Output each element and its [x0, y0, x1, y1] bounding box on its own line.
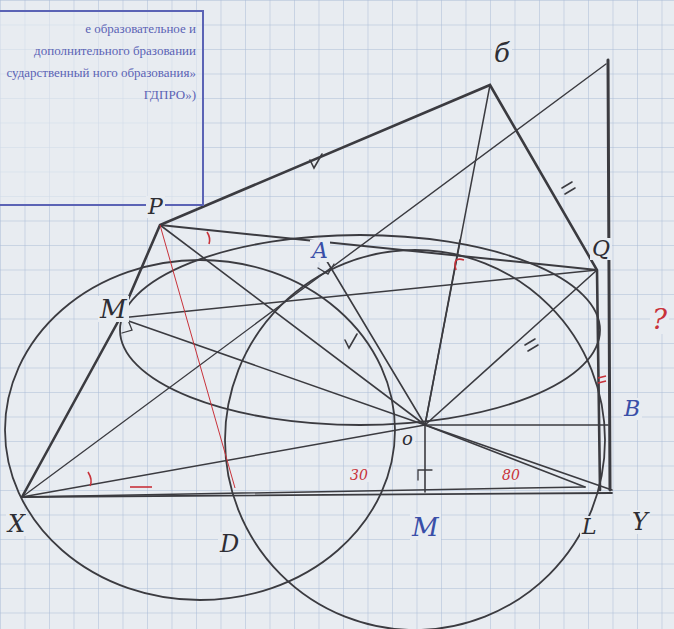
point-label: D — [218, 532, 241, 556]
point-label: B — [622, 398, 642, 420]
point-label: Q — [590, 238, 612, 260]
point-label: P — [146, 196, 165, 218]
point-label: M — [410, 514, 441, 540]
point-label: L — [580, 516, 599, 538]
point-label: A — [310, 240, 330, 262]
red-marks — [88, 225, 606, 488]
stamp-text: е образовательное и дополнительного браз… — [6, 21, 196, 102]
point-label: Y — [630, 510, 650, 534]
point-label: X — [6, 512, 27, 536]
point-label: б — [492, 40, 512, 66]
point-label: M — [98, 296, 129, 322]
point-label: o — [400, 430, 415, 448]
annotation: ? — [650, 306, 669, 334]
annotation: 30 — [348, 468, 370, 482]
stamp-box: е образовательное и дополнительного браз… — [0, 10, 204, 206]
annotation: 80 — [500, 468, 522, 482]
